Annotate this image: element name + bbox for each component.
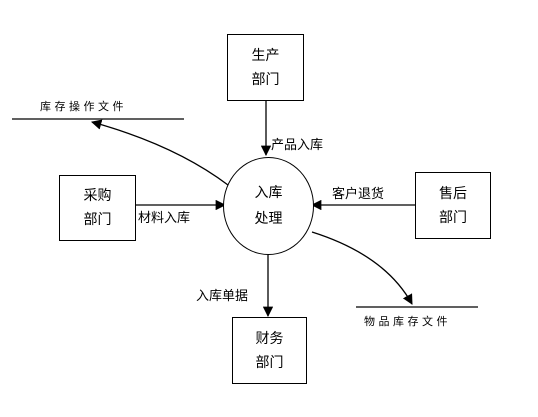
purchasing-line2: 部门 — [83, 212, 112, 228]
after-sales-line2: 部门 — [439, 209, 467, 226]
production-line2: 部门 — [251, 71, 280, 88]
purchasing-line1: 采购 — [83, 188, 112, 204]
customer-return-label: 客户退货 — [332, 187, 385, 202]
finance-dept-box: 财务 部门 — [232, 317, 307, 384]
process-line1: 入库 — [254, 185, 283, 201]
product-in-label: 产品入库 — [271, 138, 324, 153]
after-sales-dept-box: 售后 部门 — [415, 172, 491, 239]
purchasing-dept-box: 采购 部门 — [59, 175, 136, 241]
inventory-file-label: 库 存 操 作 文 件 — [40, 100, 124, 113]
material-in-label: 材料入库 — [138, 211, 191, 226]
finance-line1: 财务 — [255, 330, 284, 347]
after-sales-line1: 售后 — [439, 185, 467, 202]
production-line1: 生产 — [251, 47, 280, 64]
goods-file-label: 物 品 库 存 文 件 — [364, 315, 448, 328]
process-line2: 处理 — [254, 211, 283, 227]
production-dept-box: 生产 部门 — [227, 34, 304, 101]
to-goods-file-arrow — [311, 231, 413, 305]
in-receipt-label: 入库单据 — [196, 289, 249, 304]
to-inventory-file-arrow — [90, 119, 229, 186]
finance-line2: 部门 — [255, 354, 284, 371]
warehouse-in-process: 入库 处理 — [223, 157, 314, 255]
